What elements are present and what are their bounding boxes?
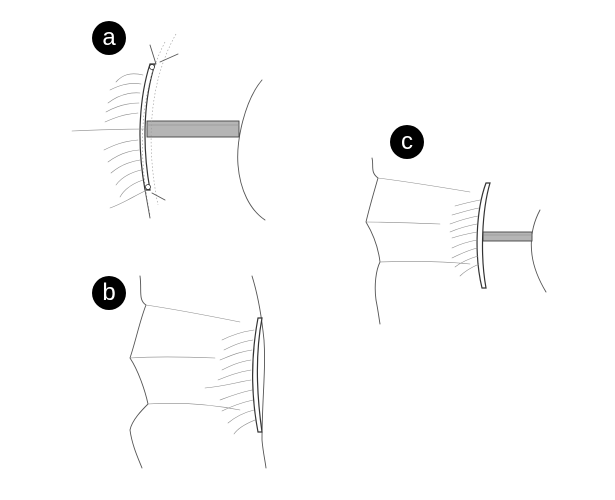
panel-a-rod bbox=[146, 120, 240, 138]
panel-b-drawing bbox=[129, 275, 267, 469]
panel-b-hairs bbox=[204, 329, 256, 435]
panel-a-hairs bbox=[71, 73, 147, 209]
panel-b-body-outline bbox=[129, 275, 149, 469]
panel-a-lens bbox=[139, 63, 156, 191]
panel-c-rod bbox=[482, 231, 533, 242]
panel-b-lens bbox=[252, 317, 263, 433]
panel-a-drawing bbox=[71, 33, 266, 221]
panel-a-eye-outline bbox=[237, 79, 266, 221]
panel-label-c: c bbox=[390, 125, 424, 159]
panel-label-a: a bbox=[92, 21, 126, 55]
panel-c-hairs bbox=[449, 199, 481, 277]
panel-c-lens bbox=[476, 182, 491, 289]
panel-c-body-outline bbox=[365, 157, 381, 325]
panel-c-drawing bbox=[365, 157, 547, 325]
panel-a-lens-bottom-marker bbox=[145, 184, 151, 190]
panel-label-b: b bbox=[92, 276, 126, 310]
panel-a-lens-top-marker bbox=[149, 64, 155, 70]
panel-b-right-outline bbox=[251, 275, 267, 469]
panel-c-eye-outline bbox=[530, 209, 547, 293]
